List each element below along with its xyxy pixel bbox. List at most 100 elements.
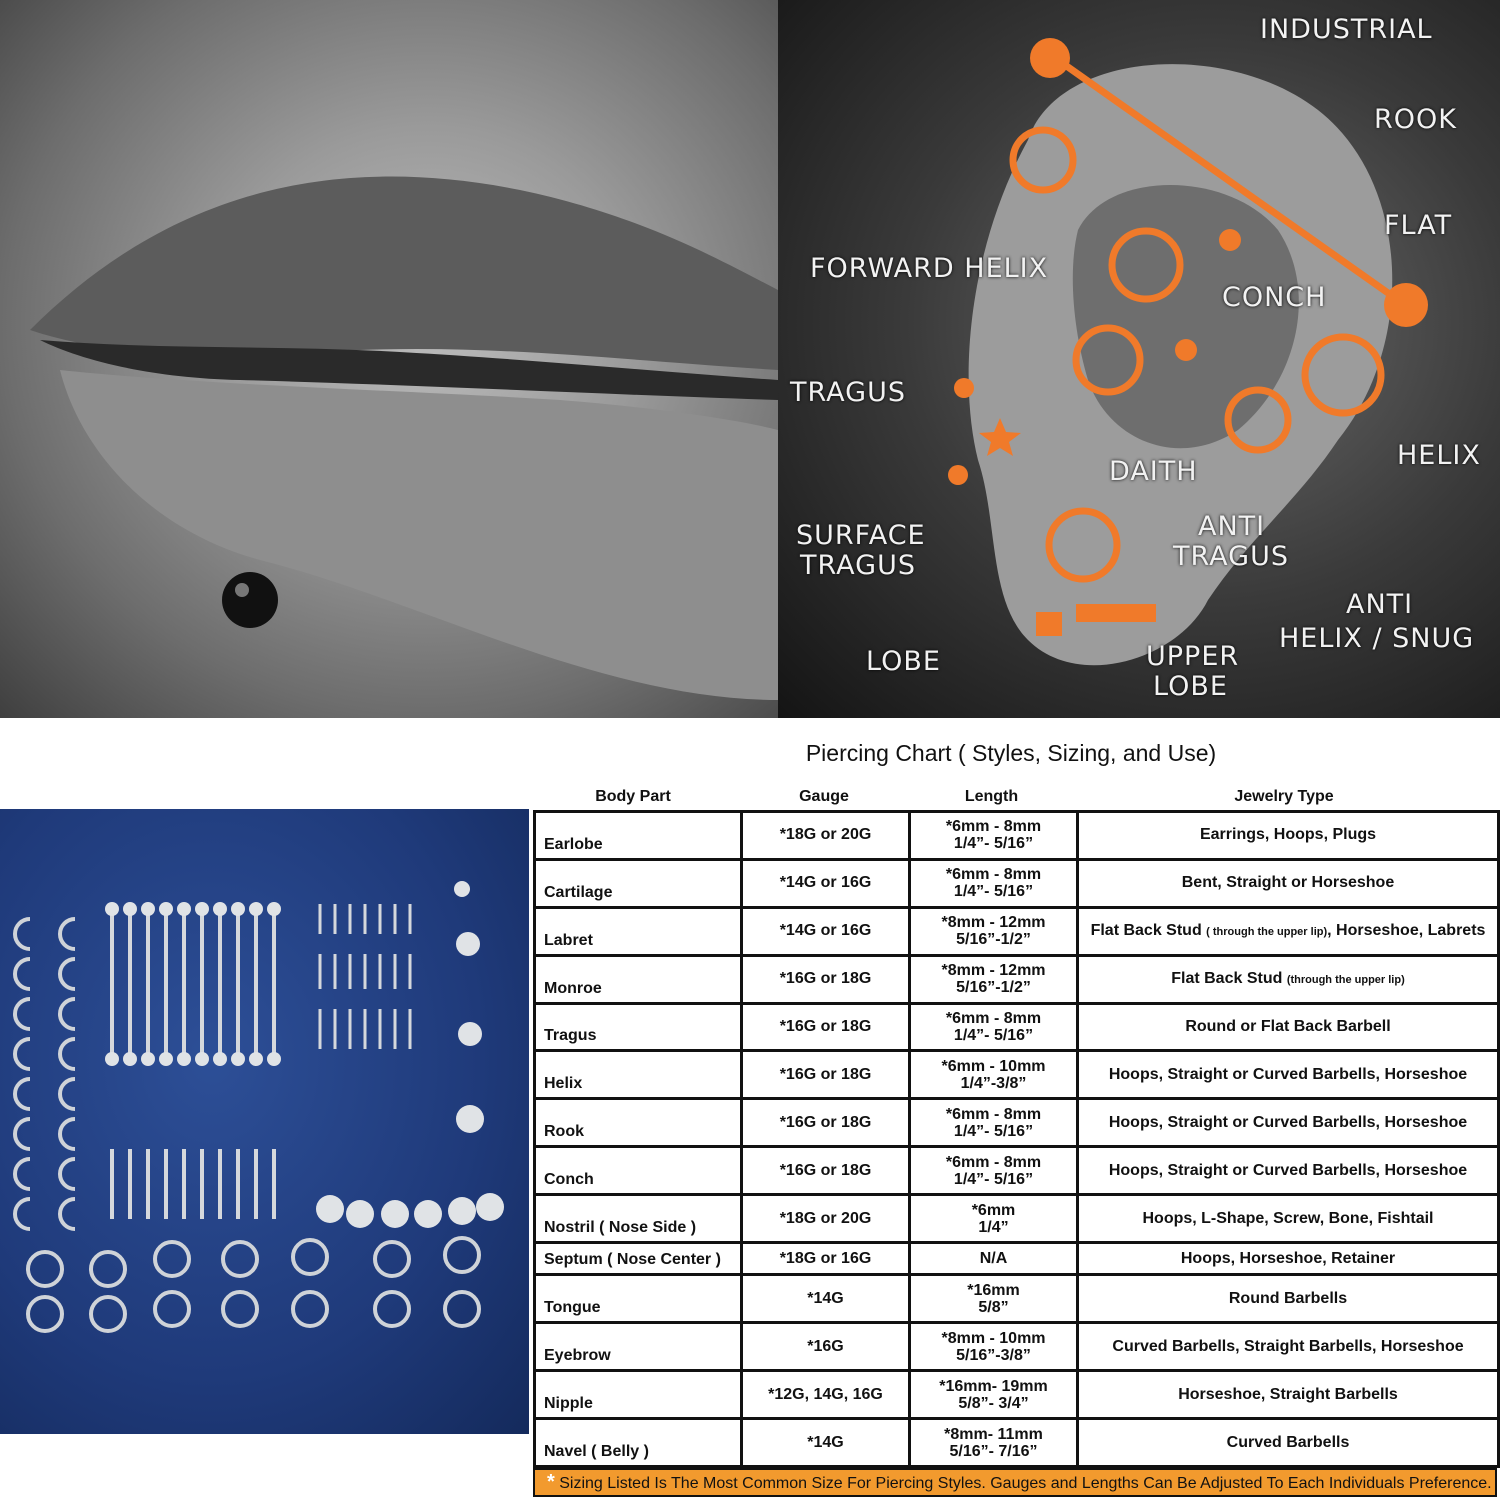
label-helix: HELIX <box>1397 440 1481 471</box>
length-mm: *16mm <box>967 1281 1020 1299</box>
barbell-balls <box>105 881 504 1228</box>
cell-body-part: Septum ( Nose Center ) <box>533 1240 743 1277</box>
length-inch: 5/16”-3/8” <box>956 1346 1031 1364</box>
label-lobe: LOBE <box>866 646 941 677</box>
black-stud-ball <box>222 572 278 628</box>
length-inch: 1/4”-3/8” <box>960 1074 1027 1092</box>
type-main: Flat Back Stud <box>1090 922 1207 940</box>
cell-jewelry-type: Bent, Straight or Horseshoe <box>1076 857 1500 909</box>
label-rook: ROOK <box>1374 104 1457 135</box>
label-forward-helix: FORWARD HELIX <box>810 253 1049 284</box>
cell-gauge: *16G or 18G <box>740 953 911 1005</box>
length-mm: *6mm - 8mm <box>945 1153 1042 1171</box>
header-jewelry-type: Jewelry Type <box>1234 788 1334 805</box>
label-tragus: TRAGUS <box>790 377 906 408</box>
cell-jewelry-type: Round or Flat Back Barbell <box>1076 1001 1500 1053</box>
length-inch: 1/4”- 5/16” <box>953 1027 1034 1044</box>
horseshoe-rings-left <box>13 917 76 1231</box>
footnote-bar: * Sizing Listed Is The Most Common Size … <box>533 1468 1497 1497</box>
lower-lip <box>60 370 778 700</box>
labret-studs <box>318 904 412 1049</box>
cell-gauge: *16G or 18G <box>740 1001 911 1053</box>
label-upper-lobe-1: UPPER <box>1146 641 1240 672</box>
lobe-stud <box>1036 612 1062 636</box>
header-length: Length <box>964 788 1019 805</box>
upper-lobe-bar <box>1076 604 1156 622</box>
cell-gauge: *16G or 18G <box>740 1145 911 1197</box>
cell-gauge: *18G or 16G <box>740 1240 911 1277</box>
industrial-ball-bottom <box>1384 283 1428 327</box>
cell-body-part: Monroe <box>533 953 743 1005</box>
cell-gauge: *12G, 14G, 16G <box>740 1369 911 1421</box>
footnote-star: * <box>547 1471 555 1493</box>
length-inch: 1/4” <box>978 1218 1009 1236</box>
cell-jewelry-type: Flat Back Stud ( through the upper lip),… <box>1076 905 1500 957</box>
length-mm: *8mm- 11mm <box>944 1425 1043 1443</box>
length-mm: *6mm - 8mm <box>945 866 1042 884</box>
length-mm: N/A <box>979 1250 1008 1268</box>
length-mm: *6mm - 8mm <box>945 1105 1042 1123</box>
header-gauge: Gauge <box>799 788 849 805</box>
cell-body-part: Earlobe <box>533 810 743 861</box>
length-mm: *16mm- 19mm <box>939 1377 1048 1395</box>
cell-jewelry-type: Hoops, Straight or Curved Barbells, Hors… <box>1076 1049 1500 1101</box>
cell-gauge: *14G <box>740 1417 911 1468</box>
cell-jewelry-type: Hoops, Straight or Curved Barbells, Hors… <box>1076 1145 1500 1197</box>
length-inch: 1/4”- 5/16” <box>953 883 1034 901</box>
length-mm: *8mm - 10mm <box>941 1329 1046 1347</box>
cell-body-part: Nostril ( Nose Side ) <box>533 1193 743 1245</box>
label-flat: FLAT <box>1384 210 1453 241</box>
length-inch: 5/16”-1/2” <box>956 979 1031 997</box>
industrial-ball-top <box>1030 38 1070 78</box>
footnote-text: Sizing Listed Is The Most Common Size Fo… <box>559 1475 1492 1492</box>
label-anti-helix-1: ANTI <box>1346 589 1414 620</box>
chart-title: Piercing Chart ( Styles, Sizing, and Use… <box>805 740 1217 766</box>
length-mm: *6mm - 8mm <box>945 818 1042 836</box>
orange-jewelry <box>1009 57 1401 583</box>
lip-illustration <box>30 176 778 700</box>
length-inch: 1/4”- 5/16” <box>953 1122 1034 1140</box>
star-stud <box>979 418 1021 456</box>
length-mm: *6mm - 10mm <box>941 1057 1046 1075</box>
type-note: ( through the upper lip) <box>1206 926 1328 939</box>
length-inch: 1/4”- 5/16” <box>953 1170 1034 1188</box>
type-note: (through the upper lip) <box>1286 974 1405 987</box>
cell-body-part: Nipple <box>533 1369 743 1421</box>
jewelry-illustration <box>13 881 504 1333</box>
cell-gauge: *18G or 20G <box>740 810 911 861</box>
length-inch: 5/8”- 3/4” <box>958 1394 1029 1412</box>
mouth-line <box>40 340 778 400</box>
cell-gauge: *18G or 20G <box>740 1193 911 1245</box>
cell-gauge: *16G or 18G <box>740 1097 911 1149</box>
label-daith: DAITH <box>1109 456 1198 487</box>
cell-jewelry-type: Flat Back Stud (through the upper lip) <box>1076 953 1500 1005</box>
label-conch: CONCH <box>1222 282 1327 313</box>
length-inch: 5/8” <box>978 1298 1009 1316</box>
lip-piercing-photo <box>0 0 778 718</box>
cell-body-part: Navel ( Belly ) <box>533 1417 743 1468</box>
cell-jewelry-type: Hoops, L-Shape, Screw, Bone, Fishtail <box>1076 1193 1500 1245</box>
cell-jewelry-type: Horseshoe, Straight Barbells <box>1076 1369 1500 1421</box>
cell-body-part: Labret <box>533 905 743 957</box>
cell-jewelry-type: Earrings, Hoops, Plugs <box>1076 810 1500 861</box>
length-mm: *6mm - 8mm <box>945 1010 1042 1027</box>
type-main: Flat Back Stud <box>1171 970 1287 988</box>
cell-body-part: Helix <box>533 1049 743 1101</box>
length-mm: *8mm - 12mm <box>941 962 1046 980</box>
